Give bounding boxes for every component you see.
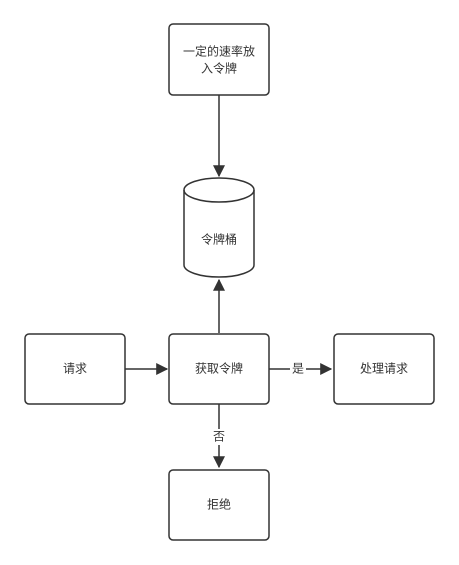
edge-label-yes: 是 [292, 362, 304, 376]
node-request[interactable]: 请求 [24, 333, 126, 405]
node-process-request-label: 处理请求 [360, 362, 408, 376]
node-acquire-token-label: 获取令牌 [195, 361, 243, 376]
edge-label-no: 否 [213, 430, 225, 444]
node-token-bucket[interactable]: 令牌桶 [183, 177, 255, 278]
node-token-source[interactable]: 一定的速率放 入令牌 [168, 23, 270, 96]
node-token-source-line2: 入令牌 [201, 61, 237, 76]
node-token-source-line1: 一定的速率放 [183, 44, 255, 59]
node-acquire-token[interactable]: 获取令牌 [168, 333, 270, 405]
node-token-bucket-label: 令牌桶 [201, 232, 237, 247]
node-request-label: 请求 [63, 362, 87, 376]
node-reject-label: 拒绝 [207, 497, 231, 512]
node-reject[interactable]: 拒绝 [168, 469, 270, 541]
edge-label-yes-bg [290, 361, 306, 377]
node-process-request[interactable]: 处理请求 [333, 333, 435, 405]
edge-label-no-bg [211, 429, 227, 445]
